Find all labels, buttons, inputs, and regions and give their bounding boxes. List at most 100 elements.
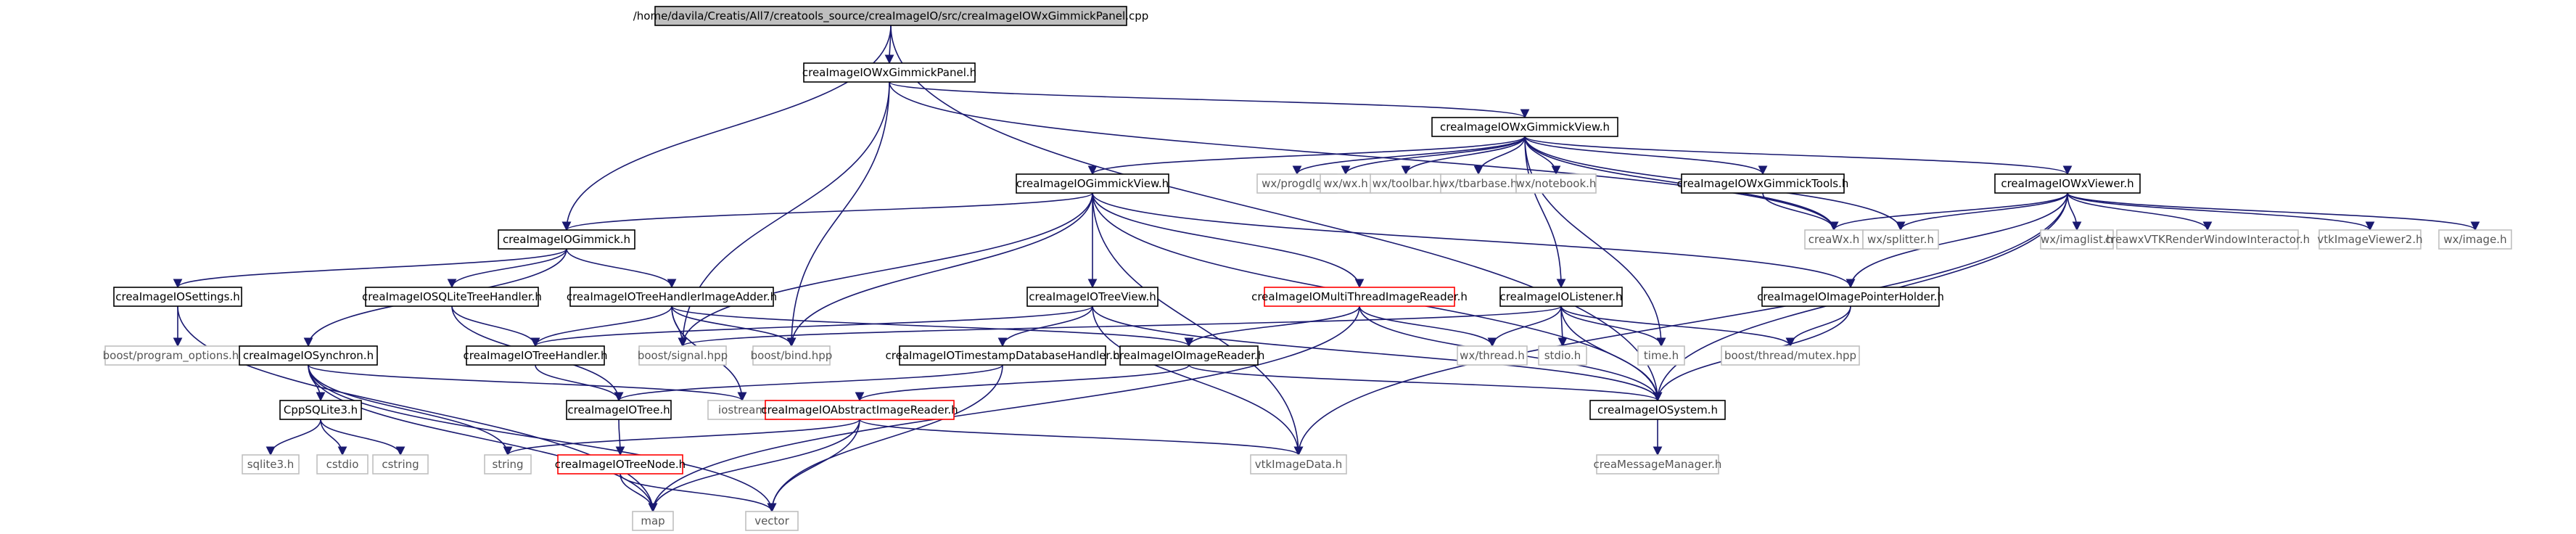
node-timeh: time.h <box>1637 345 1685 366</box>
node-label: boost/program_options.hpp <box>103 349 253 363</box>
node-label: wx/toolbar.h <box>1373 177 1439 190</box>
node-mtreader[interactable]: creaImageIOMultiThreadImageReader.h <box>1251 287 1468 307</box>
edge-synchron-to-map <box>308 364 658 513</box>
edge-cppsqlite-to-cstring <box>320 419 406 456</box>
node-system[interactable]: creaImageIOSystem.h <box>1589 400 1726 420</box>
node-label: wx/image.h <box>2443 233 2506 246</box>
node-label: iostream <box>718 403 766 416</box>
edge-mtreader-to-imgreader <box>1184 305 1360 348</box>
edge-wxviewer-to-splitter <box>1896 192 2068 231</box>
edge-listener-to-wxthread <box>1487 305 1562 348</box>
node-label: CppSQLite3.h <box>284 403 358 416</box>
node-box <box>1440 173 1517 194</box>
edge-wxviewer-to-wximage <box>2067 192 2480 231</box>
edge-mtreader-to-map <box>648 305 1360 513</box>
node-label: creaImageIOSystem.h <box>1597 403 1718 416</box>
edge-panel_h-to-creawx <box>889 81 1839 231</box>
node-box <box>1250 454 1347 475</box>
node-label: creaImageIOWxViewer.h <box>2001 177 2133 190</box>
node-box <box>632 511 674 531</box>
node-box <box>498 229 635 250</box>
node-panel_h[interactable]: creaImageIOWxGimmickPanel.h <box>802 62 976 83</box>
node-wxgv[interactable]: creaImageIOWxGimmickView.h <box>1431 117 1618 137</box>
node-box <box>2040 229 2114 250</box>
node-label: creaImageIOTreeHandlerImageAdder.h <box>567 290 777 303</box>
node-label: creawxVTKRenderWindowInteractor.h <box>2105 233 2310 246</box>
node-label: vector <box>754 514 789 527</box>
node-settings[interactable]: creaImageIOSettings.h <box>113 287 242 307</box>
node-treenode[interactable]: creaImageIOTreeNode.h <box>555 454 686 475</box>
node-root[interactable]: /home/davila/Creatis/All7/creatools_sour… <box>633 6 1149 26</box>
node-label: wx/imaglist.h <box>2041 233 2113 246</box>
edge-wxviewer-to-iph <box>1845 192 2068 289</box>
node-box <box>1596 454 1719 475</box>
node-mutex: boost/thread/mutex.hpp <box>1721 345 1860 366</box>
node-box <box>1016 173 1169 194</box>
node-box <box>745 511 799 531</box>
node-absreader[interactable]: creaImageIOAbstractImageReader.h <box>761 400 958 420</box>
node-tree[interactable]: creaImageIOTree.h <box>566 400 672 420</box>
node-box <box>1515 173 1597 194</box>
node-box <box>765 400 955 420</box>
node-synchron[interactable]: creaImageIOSynchron.h <box>239 345 378 366</box>
node-gtools[interactable]: creaImageIOWxGimmickTools.h <box>1677 173 1849 194</box>
node-label: wx/splitter.h <box>1867 233 1934 246</box>
node-label: creaMessageManager.h <box>1594 458 1722 471</box>
node-label: stdio.h <box>1544 349 1581 362</box>
node-vtkviewer2: vtkImageViewer2.h <box>2317 229 2423 250</box>
node-label: creaImageIOWxGimmickTools.h <box>1677 177 1849 190</box>
node-box <box>1431 117 1618 137</box>
edge-mtreader-to-wxthread <box>1359 305 1497 348</box>
node-string: string <box>484 454 532 475</box>
edge-treeview-to-tsdb <box>997 305 1093 348</box>
edge-wxgv-to-gtools <box>1524 136 1768 176</box>
node-listener[interactable]: creaImageIOListener.h <box>1499 287 1623 307</box>
edge-root-to-gimmick <box>561 25 892 231</box>
node-wxviewer[interactable]: creaImageIOWxViewer.h <box>1994 173 2141 194</box>
node-label: creaWx.h <box>1808 233 1860 246</box>
edge-thia-to-treehandler <box>530 305 672 348</box>
node-cppsqlite[interactable]: CppSQLite3.h <box>279 400 362 420</box>
edge-tsdb-to-tree <box>614 364 1003 402</box>
edge-wxgv-to-wxviewer <box>1524 136 2073 176</box>
node-treehandler[interactable]: creaImageIOTreeHandler.h <box>464 345 608 366</box>
edge-wxgv-to-toolbar <box>1401 136 1526 176</box>
node-gv[interactable]: creaImageIOGimmickView.h <box>1016 173 1169 194</box>
node-box <box>466 345 605 366</box>
edge-wxviewer-to-vtkimagedata <box>1293 192 2068 456</box>
node-imgreader[interactable]: creaImageIOImageReader.h <box>1114 345 1265 366</box>
node-wxthread: wx/thread.h <box>1457 345 1528 366</box>
edge-treeview-to-system <box>1092 305 1663 402</box>
node-notebook: wx/notebook.h <box>1515 173 1597 194</box>
edge-wxgv-to-timeh <box>1524 136 1666 348</box>
edge-wxgv-to-wxwx <box>1341 136 1526 176</box>
node-stdio: stdio.h <box>1538 345 1587 366</box>
node-box <box>372 454 429 475</box>
edge-wxgv-to-progdlg <box>1292 136 1526 176</box>
edge-wxviewer-to-creawx <box>1829 192 2068 231</box>
node-box <box>1761 287 1940 307</box>
node-label: boost/bind.hpp <box>751 349 833 362</box>
node-label: creaImageIOWxGimmickView.h <box>1440 120 1610 134</box>
node-tsdb[interactable]: creaImageIOTimestampDatabaseHandler.h <box>886 345 1120 366</box>
node-label: wx/wx.h <box>1323 177 1368 190</box>
node-box <box>239 345 378 366</box>
edge-absreader-to-vtkimagedata <box>859 419 1304 456</box>
edge-gv-to-mtreader <box>1092 192 1365 289</box>
edge-absreader-to-map <box>648 419 860 513</box>
node-box <box>1994 173 2141 194</box>
node-box <box>2318 229 2421 250</box>
node-label: creaImageIOAbstractImageReader.h <box>761 403 958 416</box>
edge-wxgv-to-tbarbase <box>1473 136 1526 176</box>
edge-gimmick-to-sqlitetree <box>447 248 567 289</box>
edge-absreader-to-vector <box>767 419 860 513</box>
edge-listener-to-signal <box>678 305 1562 348</box>
node-label: creaImageIOSynchron.h <box>243 349 374 362</box>
node-treeview[interactable]: creaImageIOTreeView.h <box>1026 287 1159 307</box>
node-iph[interactable]: creaImageIOImagePointerHolder.h <box>1757 287 1944 307</box>
node-sqlitetree[interactable]: creaImageIOSQLiteTreeHandler.h <box>362 287 542 307</box>
node-box <box>1589 400 1726 420</box>
node-gimmick[interactable]: creaImageIOGimmick.h <box>498 229 635 250</box>
node-thia[interactable]: creaImageIOTreeHandlerImageAdder.h <box>567 287 777 307</box>
node-label: vtkImageViewer2.h <box>2317 233 2422 246</box>
